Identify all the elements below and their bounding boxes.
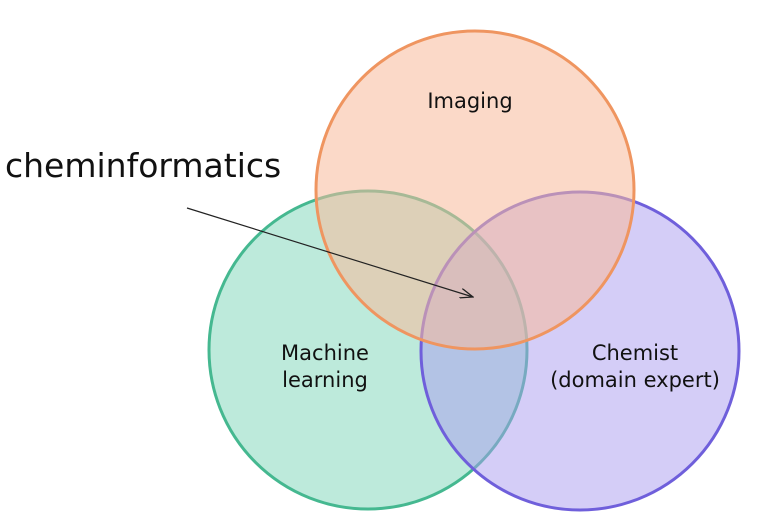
chemist-label-line-1: Chemist <box>591 341 679 365</box>
callout-arrow <box>186 207 473 297</box>
imaging-label: Imaging <box>380 88 560 115</box>
chemist-label: Chemist (domain expert) <box>535 340 735 394</box>
machine-learning-label: Machine learning <box>230 340 420 394</box>
imaging-label-line: Imaging <box>427 89 513 113</box>
machine-learning-label-line-1: Machine <box>281 341 369 365</box>
imaging-circle <box>314 29 636 351</box>
machine-learning-label-line-2: learning <box>282 368 368 392</box>
chemist-label-line-2: (domain expert) <box>550 368 720 392</box>
cheminformatics-callout-label: cheminformatics <box>5 146 282 185</box>
